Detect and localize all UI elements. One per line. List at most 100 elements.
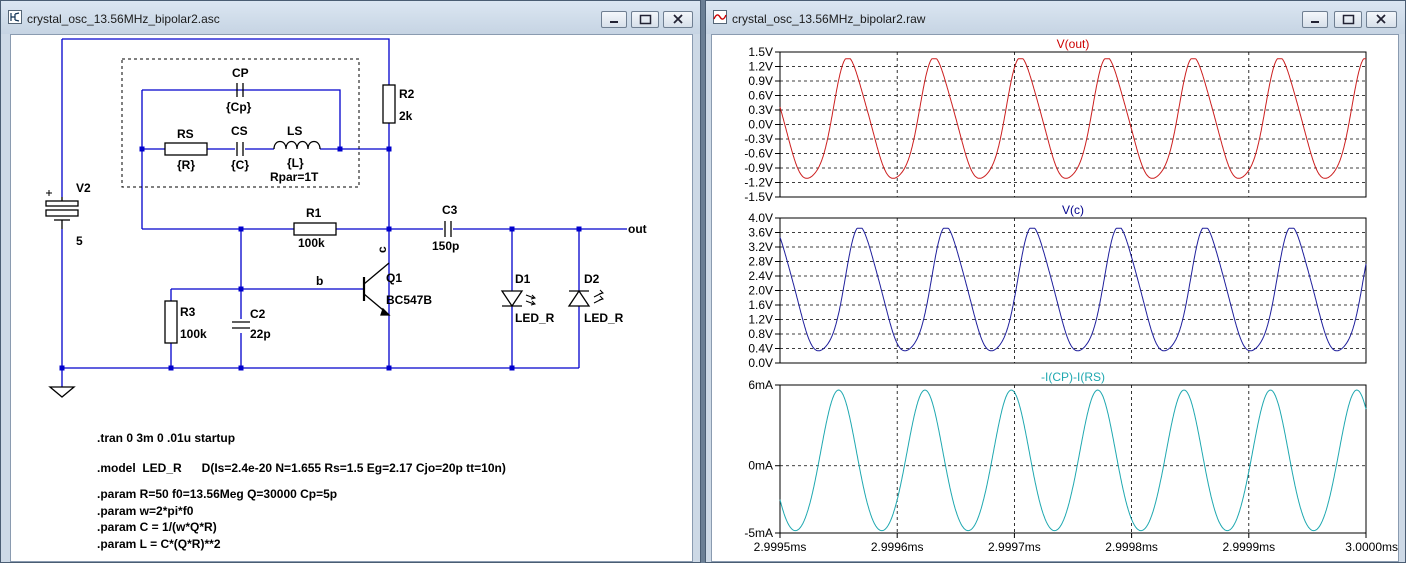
directive-tran[interactable]: .tran 0 3m 0 .01u startup <box>97 431 235 445</box>
voltage-source-v2[interactable] <box>45 190 79 229</box>
schematic-app-icon <box>8 10 22 24</box>
y-tick-label: -1.5V <box>744 190 773 204</box>
label-q1-value: BC547B <box>386 293 432 307</box>
waveform-maximize-button[interactable] <box>1334 11 1362 28</box>
trace-vc <box>779 227 1367 352</box>
label-node-c: c <box>375 246 389 253</box>
waveform-plots[interactable]: V(out)1.5V1.2V0.9V0.6V0.3V0.0V-0.3V-0.6V… <box>712 35 1400 563</box>
resistor-rs[interactable] <box>164 142 208 156</box>
junction-dots <box>59 146 582 371</box>
schematic-titlebar[interactable]: crystal_osc_13.56MHz_bipolar2.asc <box>1 1 700 34</box>
label-rs-value: {R} <box>177 158 195 172</box>
schematic-minimize-button[interactable] <box>601 11 627 28</box>
schematic-window: crystal_osc_13.56MHz_bipolar2.asc <box>0 0 701 563</box>
crystal-model-box <box>121 58 360 188</box>
directive-model[interactable]: .model LED_R D(Is=2.4e-20 N=1.655 Rs=1.5… <box>97 461 506 475</box>
restore-icon <box>1342 14 1355 25</box>
y-tick-label: 0.9V <box>748 74 773 88</box>
schematic-close-button[interactable] <box>663 11 693 28</box>
label-cs-name: CS <box>231 124 248 138</box>
y-tick-label: 0.8V <box>748 327 773 341</box>
ground-symbol <box>48 386 76 398</box>
capacitor-c3[interactable] <box>444 221 452 237</box>
y-tick-label: 3.6V <box>748 226 773 240</box>
y-tick-label: 1.2V <box>748 60 773 74</box>
x-tick-label: 2.9999ms <box>1222 540 1275 554</box>
label-v2-value: 5 <box>76 234 83 248</box>
label-c3-value: 150p <box>432 239 459 253</box>
y-tick-label: -1.2V <box>744 176 773 190</box>
y-tick-label: 0.4V <box>748 342 773 356</box>
inductor-ls[interactable] <box>273 140 321 150</box>
waveform-minimize-button[interactable] <box>1302 11 1328 28</box>
plot-title: -I(CP)-I(RS) <box>1041 370 1105 384</box>
label-d2-name: D2 <box>584 272 600 286</box>
led-d1[interactable] <box>500 290 536 308</box>
schematic-window-title: crystal_osc_13.56MHz_bipolar2.asc <box>27 12 220 26</box>
y-tick-label: 3.2V <box>748 240 773 254</box>
waveform-app-icon <box>713 10 727 24</box>
minimize-icon <box>610 21 618 23</box>
schematic-maximize-button[interactable] <box>631 11 659 28</box>
label-ls-extra: Rpar=1T <box>270 170 319 184</box>
transistor-q1[interactable] <box>362 262 391 316</box>
spice-directives: .tran 0 3m 0 .01u startup .model LED_R D… <box>97 431 506 551</box>
waveform-close-button[interactable] <box>1366 11 1397 28</box>
label-v2-name: V2 <box>76 181 91 195</box>
resistor-r2[interactable] <box>382 84 396 124</box>
directive-param-1[interactable]: .param R=50 f0=13.56Meg Q=30000 Cp=5p <box>97 487 337 501</box>
trace-i <box>779 389 1367 532</box>
y-tick-label: 2.8V <box>748 255 773 269</box>
y-tick-label: -0.6V <box>744 147 773 161</box>
directive-param-2[interactable]: .param w=2*pi*f0 <box>97 504 194 518</box>
label-node-b: b <box>316 274 323 288</box>
label-d1-value: LED_R <box>515 311 555 325</box>
label-ls-name: LS <box>287 124 302 138</box>
schematic-canvas[interactable]: CP {Cp} RS {R} CS {C} LS {L} Rpar=1T R2 … <box>10 34 693 562</box>
y-tick-label: -5mA <box>744 526 773 540</box>
y-tick-label: 0.6V <box>748 89 773 103</box>
schematic-drawing[interactable]: CP {Cp} RS {R} CS {C} LS {L} Rpar=1T R2 … <box>11 35 695 563</box>
y-tick-label: 4.0V <box>748 211 773 225</box>
y-tick-label: 2.4V <box>748 269 773 283</box>
waveform-window-title: crystal_osc_13.56MHz_bipolar2.raw <box>732 12 926 26</box>
waveform-window: crystal_osc_13.56MHz_bipolar2.raw V(out)… <box>705 0 1406 563</box>
trace-out <box>779 58 1366 179</box>
minimize-icon <box>1311 21 1319 23</box>
capacitor-c2[interactable] <box>232 321 250 329</box>
y-tick-label: -0.3V <box>744 132 773 146</box>
y-tick-label: 0mA <box>748 459 773 473</box>
y-tick-label: 1.2V <box>748 313 773 327</box>
capacitor-cp[interactable] <box>236 83 244 97</box>
label-c2-name: C2 <box>250 307 266 321</box>
resistor-r1[interactable] <box>293 222 337 236</box>
close-icon <box>1376 14 1386 24</box>
label-r1-value: 100k <box>298 236 325 250</box>
y-tick-label: 6mA <box>748 378 773 392</box>
capacitor-cs[interactable] <box>236 142 244 156</box>
label-ls-value: {L} <box>287 156 304 170</box>
label-cp-value: {Cp} <box>226 100 252 114</box>
label-c2-value: 22p <box>250 327 271 341</box>
y-tick-label: 1.6V <box>748 298 773 312</box>
wire-cp-loop <box>142 89 341 149</box>
label-r3-value: 100k <box>180 327 207 341</box>
label-out: out <box>628 222 647 236</box>
label-c3-name: C3 <box>442 203 458 217</box>
x-tick-label: 2.9997ms <box>988 540 1041 554</box>
label-d1-name: D1 <box>515 272 531 286</box>
y-tick-label: 0.3V <box>748 103 773 117</box>
label-r2-value: 2k <box>399 109 413 123</box>
led-d2[interactable] <box>567 289 604 307</box>
label-cs-value: {C} <box>231 158 249 172</box>
label-d2-value: LED_R <box>584 311 624 325</box>
y-tick-label: 2.0V <box>748 284 773 298</box>
label-r3-name: R3 <box>180 305 196 319</box>
label-q1-name: Q1 <box>386 271 402 285</box>
resistor-r3[interactable] <box>164 300 178 344</box>
directive-param-3[interactable]: .param C = 1/(w*Q*R) <box>97 520 217 534</box>
directive-param-4[interactable]: .param L = C*(Q*R)**2 <box>97 537 221 551</box>
label-r2-name: R2 <box>399 87 415 101</box>
waveform-titlebar[interactable]: crystal_osc_13.56MHz_bipolar2.raw <box>706 1 1405 34</box>
